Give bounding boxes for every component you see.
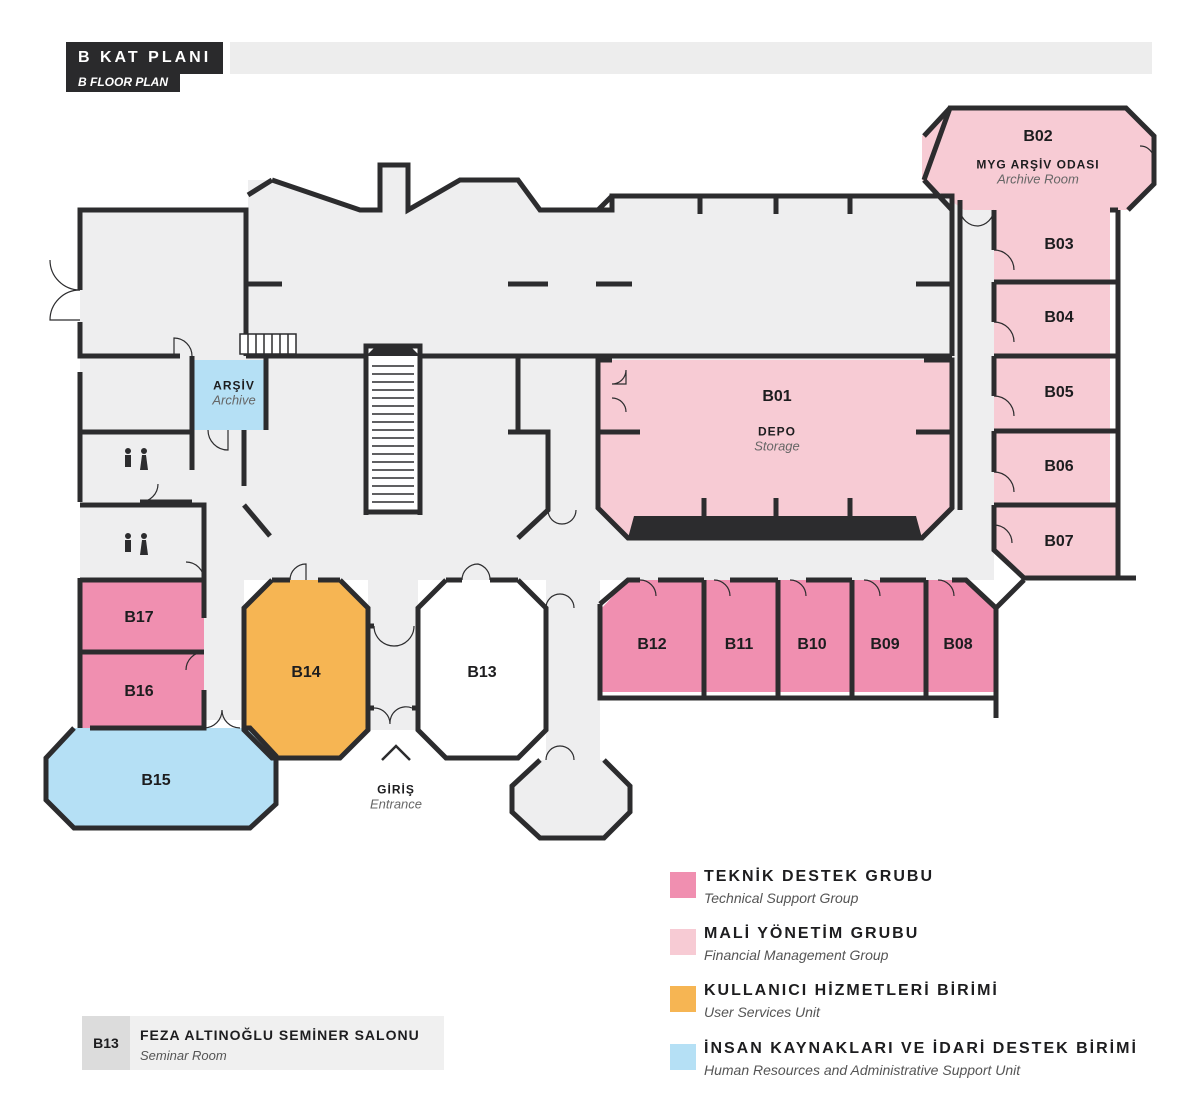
legend-swatch (670, 929, 696, 955)
room-code: B11 (724, 636, 754, 653)
room-b08 (926, 580, 996, 692)
room-b11 (704, 580, 778, 692)
room-code: B09 (870, 636, 900, 653)
room-code: B10 (797, 636, 827, 653)
room-label: DEPO Storage (754, 425, 800, 454)
room-code: B08 (943, 636, 973, 653)
room-archive (192, 360, 266, 430)
room-b16 (80, 654, 204, 728)
legend-title: TEKNİK DESTEK GRUBU (704, 868, 935, 885)
room-b09 (852, 580, 926, 692)
room-b10 (778, 580, 852, 692)
room-name-en: Archive Room (997, 171, 1079, 187)
staircase (239, 333, 423, 515)
room-code: B05 (1044, 384, 1074, 401)
seminar-name-en: Seminar Room (140, 1048, 227, 1063)
room-code: B15 (141, 772, 171, 789)
room-name-en: Storage (754, 438, 800, 454)
legend-title: İNSAN KAYNAKLARI VE İDARİ DESTEK BİRİMİ (704, 1040, 1138, 1057)
entrance-name: GİRİŞ (377, 782, 415, 797)
entrance-name-en: Entrance (369, 796, 423, 812)
wc-icon (125, 533, 148, 555)
room-label: B02 (1023, 128, 1052, 146)
room-code: B14 (291, 664, 321, 681)
room-name-en: Archive (212, 392, 256, 408)
room-code: B03 (1044, 236, 1074, 253)
room-name: DEPO (757, 424, 797, 439)
lobby-octagon (512, 760, 630, 838)
room-code: B04 (1044, 309, 1074, 326)
room-label: ARŞİV Archive (212, 379, 255, 408)
rooms-layer (46, 108, 1154, 838)
room-code: B02 (1023, 128, 1053, 145)
plan-subtitle: B FLOOR PLAN (66, 72, 180, 92)
seminar-room-note: B13 FEZA ALTINOĞLU SEMİNER SALONU Semina… (82, 1016, 444, 1070)
walls (43, 105, 1157, 841)
room-b06 (994, 431, 1110, 505)
room-b02 (922, 108, 1154, 210)
legend-subtitle: Human Resources and Administrative Suppo… (704, 1062, 1021, 1078)
room-b15 (46, 728, 276, 828)
chevron-up-icon (381, 744, 411, 761)
legend-subtitle: Technical Support Group (704, 890, 859, 906)
room-label: MYG ARŞİV ODASI Archive Room (976, 158, 1099, 187)
room-code: B17 (124, 609, 154, 626)
seminar-name: FEZA ALTINOĞLU SEMİNER SALONU (140, 1027, 420, 1043)
room-b07 (994, 505, 1116, 578)
legend-swatch (670, 986, 696, 1012)
title-bar (230, 42, 1152, 74)
room-code: B01 (762, 388, 792, 405)
room-b12 (600, 580, 704, 692)
room-b05 (994, 356, 1110, 431)
plan-title: B KAT PLANI (66, 42, 224, 74)
legend-swatch (670, 1044, 696, 1070)
room-code: B12 (637, 636, 667, 653)
legend-subtitle: User Services Unit (704, 1004, 820, 1020)
room-name: ARŞİV (213, 378, 255, 393)
room-code: B06 (1044, 458, 1074, 475)
room-b04 (994, 282, 1110, 356)
room-b14 (244, 580, 368, 758)
shelf-bar (628, 516, 922, 538)
room-code: B13 (467, 664, 497, 681)
doors (49, 145, 1155, 761)
room-code: B16 (124, 683, 154, 700)
legend-title: MALİ YÖNETİM GRUBU (704, 925, 920, 942)
room-b17 (80, 580, 204, 652)
room-b13 (418, 580, 546, 758)
entrance-label: GİRİŞ Entrance (370, 783, 422, 812)
room-b03 (994, 210, 1110, 282)
room-name: MYG ARŞİV ODASI (976, 157, 1100, 172)
legend-swatch (670, 872, 696, 898)
room-b01 (598, 360, 952, 538)
seminar-code: B13 (82, 1016, 130, 1070)
legend-subtitle: Financial Management Group (704, 947, 889, 963)
room-code: B07 (1044, 533, 1074, 550)
wc-icon (125, 448, 148, 470)
legend-title: KULLANICI HİZMETLERİ BİRİMİ (704, 982, 999, 999)
